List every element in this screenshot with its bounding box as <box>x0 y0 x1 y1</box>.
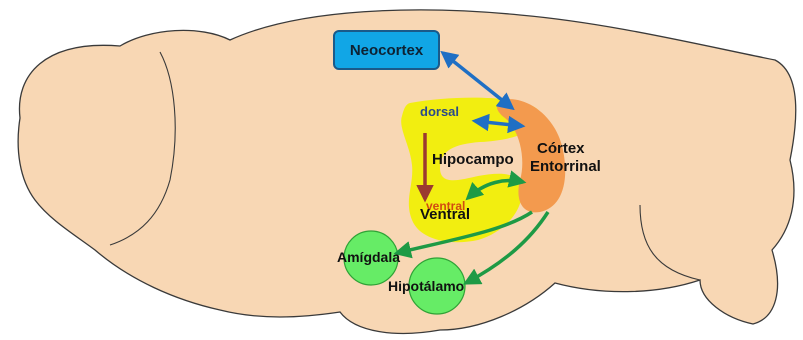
cortex-label-line2: Entorrinal <box>530 158 601 175</box>
hipocampo-label: Hipocampo <box>432 151 514 168</box>
hipotalamo-label: Hipotálamo <box>388 278 464 294</box>
amigdala-label: Amígdala <box>337 249 400 265</box>
cortex-label-line1: Córtex <box>537 140 585 157</box>
neocortex-box: Neocortex <box>333 30 440 70</box>
neocortex-label: Neocortex <box>350 42 423 59</box>
dorsal-label: dorsal <box>420 104 459 119</box>
ventral-label: Ventral <box>420 206 470 223</box>
